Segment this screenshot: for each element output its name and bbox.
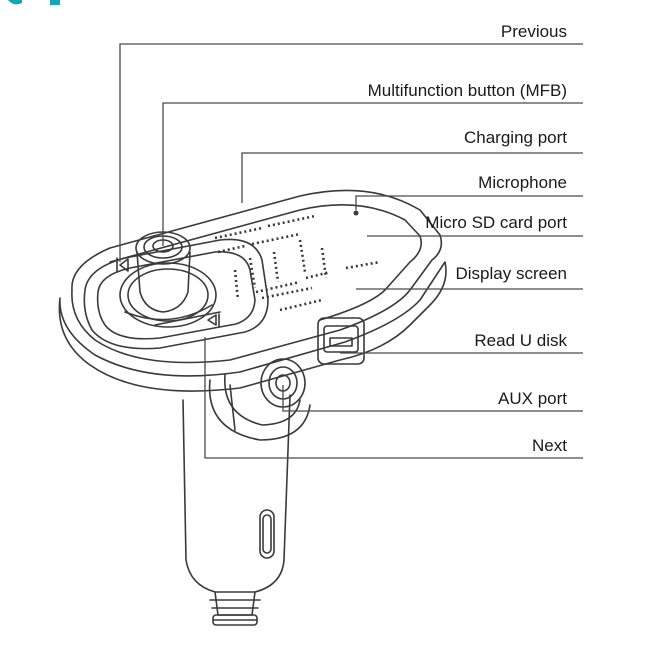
device-body <box>58 189 447 392</box>
label-read-u-disk: Read U disk <box>474 331 567 350</box>
heading-accent <box>8 0 60 5</box>
prev-next-marks <box>116 257 220 327</box>
leader-lines <box>119 43 583 459</box>
label-previous: Previous <box>500 22 567 41</box>
label-mfb: Multifunction button (MFB) <box>367 81 567 100</box>
label-aux-port: AUX port <box>498 389 567 408</box>
label-next: Next <box>532 436 567 455</box>
microphone-hole <box>353 210 359 216</box>
label-charging-port: Charging port <box>463 128 567 147</box>
display-segments <box>214 214 381 312</box>
label-display-screen: Display screen <box>455 264 568 283</box>
label-micro-sd-port: Micro SD card port <box>425 213 567 232</box>
swivel-joint <box>208 358 311 441</box>
cigarette-plug <box>182 394 291 626</box>
label-microphone: Microphone <box>478 173 567 192</box>
